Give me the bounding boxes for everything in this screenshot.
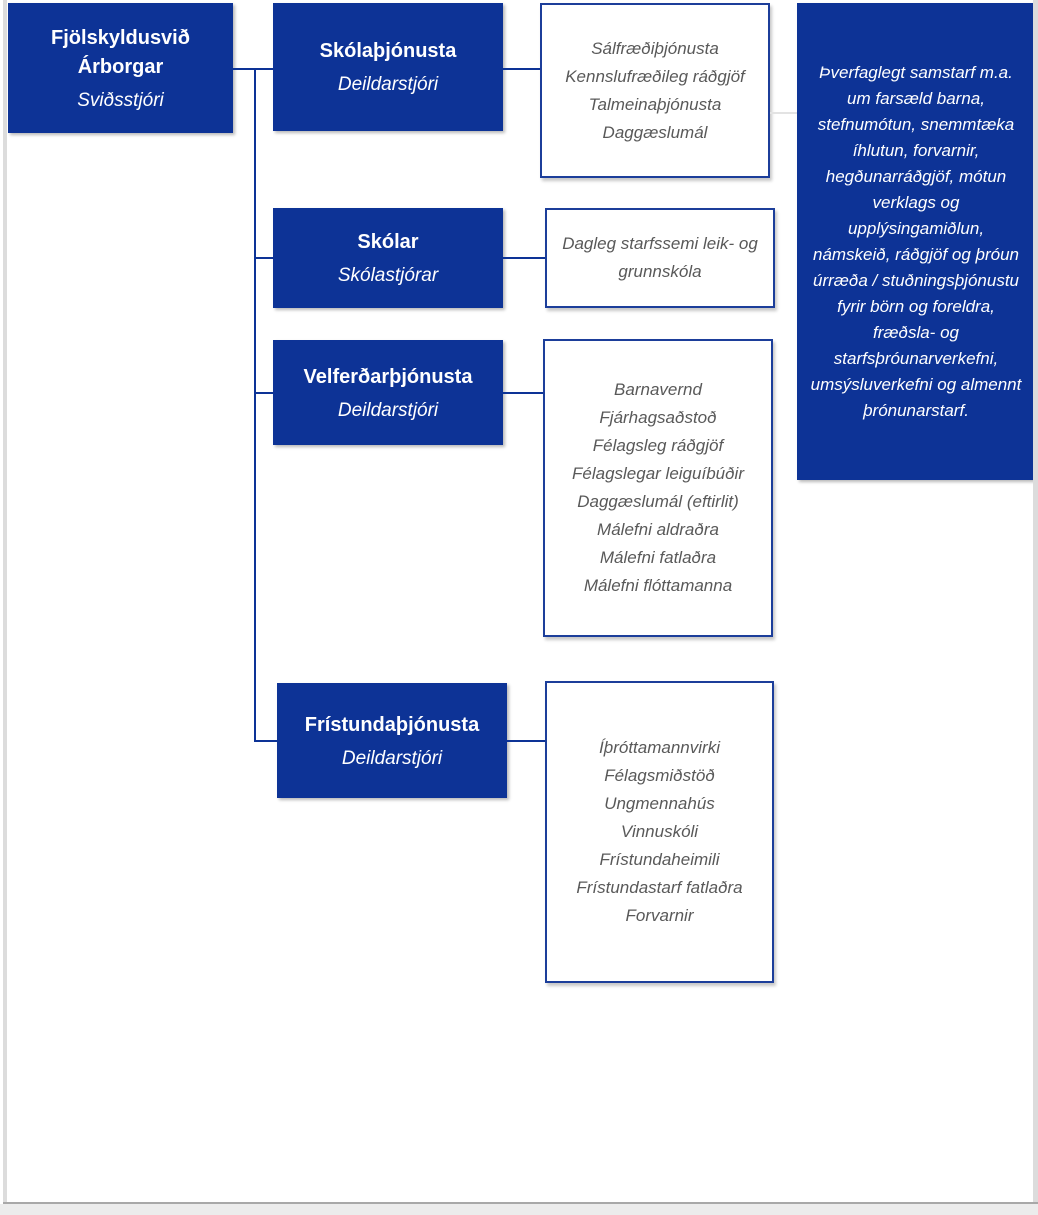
side-note-text: Þverfaglegt samstarf m.a. um farsæld bar… <box>810 62 1022 420</box>
task-item: Íþróttamannvirki <box>599 738 720 757</box>
connector-branch-skolar <box>254 257 273 259</box>
task-item: Frístundaheimili <box>599 850 720 869</box>
dept-title: Velferðarþjónusta <box>303 365 473 388</box>
task-item: Forvarnir <box>625 906 694 925</box>
task-item: Málefni aldraðra <box>597 520 719 539</box>
connector-trunk-vertical <box>254 68 256 742</box>
task-item: Barnavernd <box>614 380 702 399</box>
task-item: Málefni fatlaðra <box>599 548 717 567</box>
dept-subtitle: Deildarstjóri <box>337 399 439 421</box>
dept-subtitle: Deildarstjóri <box>337 74 439 95</box>
task-list: Dagleg starfssemi leik- og grunnskóla <box>547 210 773 306</box>
dept-title: Skólaþjónusta <box>319 40 457 62</box>
task-item: Daggæslumál (eftirlit) <box>577 492 739 511</box>
page-edge-bottom-strip <box>0 1204 1038 1215</box>
page-edge-bottom-line <box>3 1202 1038 1204</box>
task-item: Kennslufræðileg ráðgjöf <box>565 66 745 86</box>
dept-title: Frístundaþjónusta <box>304 713 480 736</box>
root-subtitle: Sviðsstjóri <box>77 89 164 111</box>
dept-box-skolathjonusta: Skólaþjónusta Deildarstjóri <box>273 3 503 131</box>
task-item: Félagslegar leiguíbúðir <box>572 464 744 483</box>
task-item: Vinnuskóli <box>620 822 699 841</box>
page-edge-left <box>3 0 7 1203</box>
task-item: Sálfræðiþjónusta <box>591 38 719 58</box>
side-note-box: Þverfaglegt samstarf m.a. um farsæld bar… <box>797 3 1035 480</box>
task-item: Dagleg starfssemi leik- og grunnskóla <box>562 234 758 281</box>
task-item: Frístundastarf fatlaðra <box>576 878 743 897</box>
task-item: Daggæslumál <box>602 122 708 142</box>
dept-box-velferdarthjonusta: Velferðarþjónusta Deildarstjóri <box>273 340 503 445</box>
connector-velferdarthjonusta-tasks <box>503 392 543 394</box>
root-node-box: Fjölskyldusvið Árborgar Sviðsstjóri <box>8 3 233 133</box>
dept-box-fristundathjonusta: Frístundaþjónusta Deildarstjóri <box>277 683 507 798</box>
connector-note-faint <box>770 112 797 114</box>
task-item: Félagsmiðstöð <box>604 766 715 785</box>
dept-subtitle: Skólastjórar <box>337 265 439 286</box>
connector-root-horizontal <box>233 68 273 70</box>
connector-skolar-tasks <box>503 257 545 259</box>
task-item: Félagsleg ráðgjöf <box>592 436 724 455</box>
task-item: Málefni flóttamanna <box>583 576 733 595</box>
task-item: Talmeinaþjónusta <box>588 94 722 114</box>
dept-box-skolar: Skólar Skólastjórar <box>273 208 503 308</box>
root-title: Fjölskyldusvið Árborgar <box>51 26 190 78</box>
task-item: Fjárhagsaðstoð <box>599 408 717 427</box>
task-box-skolar: Dagleg starfssemi leik- og grunnskóla <box>545 208 775 308</box>
page-edge-right <box>1033 0 1038 1203</box>
connector-skolathjonusta-tasks <box>503 68 540 70</box>
connector-fristundathjonusta-tasks <box>507 740 545 742</box>
connector-branch-velferdarthjonusta <box>254 392 273 394</box>
task-item: Ungmennahús <box>604 794 715 813</box>
dept-subtitle: Deildarstjóri <box>341 747 443 769</box>
connector-branch-fristundathjonusta <box>254 740 277 742</box>
dept-title: Skólar <box>357 231 419 253</box>
